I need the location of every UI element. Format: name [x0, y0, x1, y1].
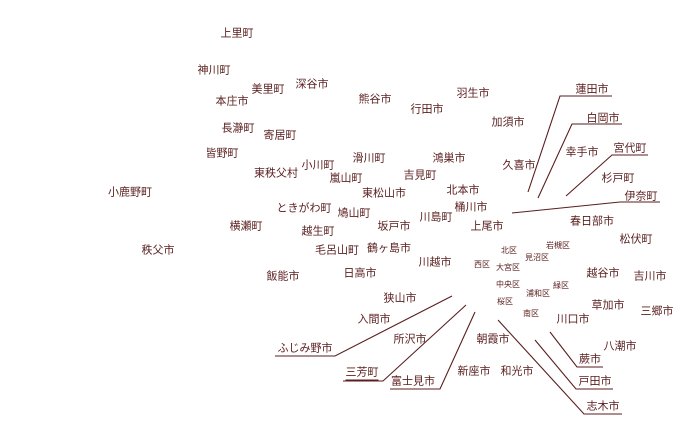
- label-midori-ku: 緑区: [553, 281, 569, 290]
- label-yorii: 寄居町: [263, 128, 297, 142]
- label-tsurugashima: 鶴ヶ島市: [367, 241, 411, 255]
- label-moroyama: 毛呂山町: [315, 243, 359, 257]
- label-omiya-ku: 大宮区: [496, 263, 520, 272]
- label-miyoshi: 三芳町: [345, 365, 379, 381]
- label-yokoze: 横瀬町: [229, 219, 263, 233]
- label-ogano: 小鹿野町: [108, 185, 152, 199]
- label-urawa-ku: 浦和区: [526, 289, 550, 298]
- label-kumagaya: 熊谷市: [358, 92, 392, 106]
- label-iwatsuki-ku: 岩槻区: [546, 241, 570, 250]
- label-niiza: 新座市: [457, 364, 491, 378]
- label-shiki: 志木市: [586, 399, 620, 415]
- leader-miyoshi: [343, 304, 467, 382]
- label-tokorozawa: 所沢市: [393, 332, 427, 346]
- label-minami-ku: 南区: [523, 309, 539, 318]
- label-sakura-ku: 桜区: [497, 297, 513, 306]
- label-ina: 伊奈町: [624, 189, 658, 203]
- label-hanyu: 羽生市: [456, 86, 490, 100]
- label-higashichichibu: 東秩父村: [254, 166, 298, 180]
- label-sayama: 狭山市: [383, 291, 417, 305]
- label-fujimi: 富士見市: [391, 374, 435, 390]
- label-toda: 戸田市: [578, 374, 612, 390]
- label-kitamoto: 北本市: [446, 183, 480, 197]
- leader-hasuda: [527, 95, 612, 193]
- label-kawaguchi: 川口市: [556, 312, 590, 326]
- label-hidaka: 日高市: [343, 266, 377, 280]
- label-minano: 皆野町: [205, 146, 239, 160]
- label-kamisato: 上里町: [220, 26, 254, 40]
- label-hatoyama: 鳩山町: [337, 206, 371, 220]
- label-miyashiro: 宮代町: [613, 141, 647, 155]
- label-warabi: 蕨市: [579, 352, 601, 368]
- label-misato: 美里町: [251, 82, 285, 96]
- label-shiraoka: 白岡市: [586, 111, 620, 125]
- label-yashio: 八潮市: [603, 339, 637, 353]
- label-kamikawa: 神川町: [197, 63, 231, 77]
- label-chuo-ku: 中央区: [496, 280, 520, 289]
- label-asaka: 朝霞市: [476, 332, 510, 346]
- label-yoshikawa: 吉川市: [633, 269, 667, 283]
- label-misato-city: 三郷市: [640, 304, 674, 318]
- label-yoshimi: 吉見町: [403, 168, 437, 182]
- label-koshigaya: 越谷市: [586, 266, 620, 280]
- label-hasuda: 蓮田市: [575, 82, 609, 96]
- label-nishi-ku: 西区: [474, 260, 490, 269]
- label-ranzan: 嵐山町: [329, 171, 363, 185]
- label-kawagoe: 川越市: [418, 255, 452, 269]
- label-gyoda: 行田市: [410, 102, 444, 116]
- label-nagatoro: 長瀞町: [221, 121, 255, 135]
- label-kita-ku: 北区: [501, 246, 517, 255]
- label-kawajima: 川島町: [419, 210, 453, 224]
- label-wako: 和光市: [500, 364, 534, 378]
- label-okegawa: 桶川市: [454, 200, 488, 214]
- label-tokigawa: ときがわ町: [276, 201, 332, 215]
- label-kasukabe: 春日部市: [570, 214, 614, 228]
- label-iruma: 入間市: [357, 312, 391, 326]
- label-higashimatsuyama: 東松山市: [362, 186, 406, 200]
- label-fujimino: ふじみ野市: [277, 341, 333, 357]
- label-sakado: 坂戸市: [377, 219, 411, 233]
- label-konosu: 鴻巣市: [432, 151, 466, 165]
- label-satte: 幸手市: [565, 145, 599, 159]
- label-namegawa: 滑川町: [352, 151, 386, 165]
- leader-miyashiro: [565, 154, 648, 197]
- label-sugito: 杉戸町: [601, 171, 635, 185]
- label-minuma-ku: 見沼区: [525, 253, 549, 262]
- label-kuki: 久喜市: [502, 158, 536, 172]
- label-kazo: 加須市: [491, 115, 525, 129]
- leader-shiraoka: [537, 123, 622, 199]
- label-chichibu: 秩父市: [141, 243, 175, 257]
- label-soka: 草加市: [591, 298, 625, 312]
- label-ogawa: 小川町: [301, 158, 335, 172]
- label-ogose: 越生町: [301, 224, 335, 238]
- label-matsubushi: 松伏町: [619, 232, 653, 246]
- label-ageo: 上尾市: [470, 219, 504, 233]
- label-hanno: 飯能市: [266, 269, 300, 283]
- label-honjo: 本庄市: [215, 94, 249, 108]
- label-fukaya: 深谷市: [295, 77, 329, 91]
- leader-ina: [511, 201, 660, 214]
